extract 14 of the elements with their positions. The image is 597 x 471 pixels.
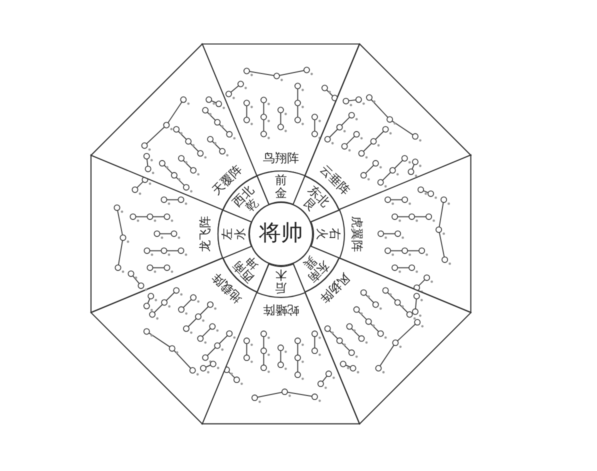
formation-name: 龙飞阵	[199, 216, 211, 252]
element-label: 金	[274, 187, 287, 199]
element-label: 巽	[301, 254, 318, 272]
direction-label: 前	[274, 174, 287, 186]
center-label: 将帅	[259, 223, 303, 245]
formation-name: 蛇蟠阵	[262, 304, 299, 316]
direction-label: 左	[221, 228, 233, 240]
element-label: 火	[316, 228, 328, 240]
element-label: 水	[234, 228, 246, 240]
element-label: 木	[274, 268, 287, 281]
direction-label: 后	[274, 282, 287, 294]
formation-name: 虎翼阵	[350, 216, 363, 252]
direction-label: 右	[328, 228, 341, 240]
formation-name: 鸟翔阵	[262, 152, 299, 164]
